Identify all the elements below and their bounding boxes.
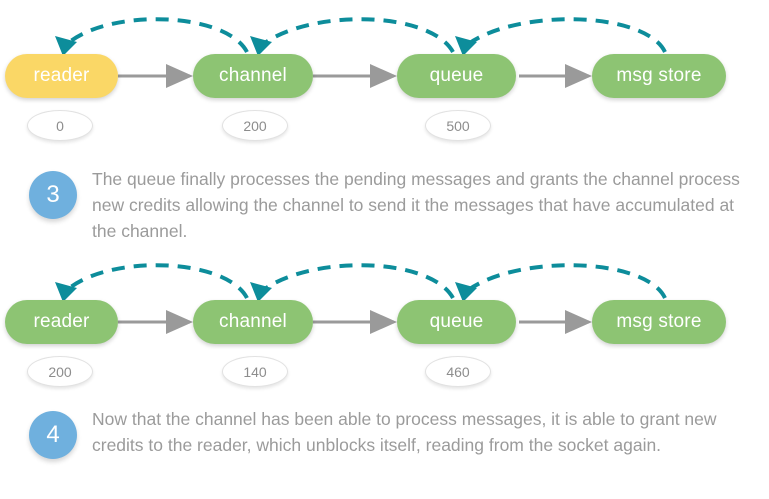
diagram-step-3: reader channel queue msg store 0 200 500 <box>0 0 769 145</box>
credit-value: 200 <box>243 117 267 134</box>
node-msg-store[interactable]: msg store <box>592 300 726 344</box>
credit-arrowhead-reader <box>55 36 77 56</box>
node-reader[interactable]: reader <box>5 300 118 344</box>
node-channel[interactable]: channel <box>193 300 313 344</box>
credit-value: 140 <box>243 363 267 380</box>
node-label: reader <box>33 65 90 86</box>
credit-value: 200 <box>48 363 72 380</box>
node-label: reader <box>33 311 90 332</box>
node-label: msg store <box>616 311 702 332</box>
diagram-step-4: reader channel queue msg store 200 140 4… <box>0 246 769 391</box>
node-label: msg store <box>616 65 702 86</box>
step-number-badge: 4 <box>29 411 77 459</box>
credit-arc-channel-to-reader <box>61 17 249 54</box>
credit-badge-channel: 200 <box>222 110 288 141</box>
credit-badge-reader: 200 <box>27 356 93 387</box>
node-queue[interactable]: queue <box>397 54 516 98</box>
node-label: queue <box>429 65 484 86</box>
node-msg-store[interactable]: msg store <box>592 54 726 98</box>
credit-arc-queue-to-channel <box>256 263 455 300</box>
credit-arrowhead-queue <box>455 36 477 56</box>
credit-arrowhead-channel <box>250 36 272 56</box>
credit-arc-msgstore-to-queue <box>461 263 667 300</box>
node-label: channel <box>219 311 287 332</box>
credit-badge-queue: 500 <box>425 110 491 141</box>
node-queue[interactable]: queue <box>397 300 516 344</box>
node-reader[interactable]: reader <box>5 54 118 98</box>
step-description: Now that the channel has been able to pr… <box>92 409 717 455</box>
credit-arrowhead-queue <box>455 282 477 302</box>
credit-badge-reader: 0 <box>27 110 93 141</box>
node-label: queue <box>429 311 484 332</box>
credit-arc-queue-to-channel <box>256 17 455 54</box>
credit-badge-channel: 140 <box>222 356 288 387</box>
credit-arrowhead-reader <box>55 282 77 302</box>
credit-arc-msgstore-to-queue <box>461 17 667 54</box>
credit-value: 460 <box>446 363 470 380</box>
node-channel[interactable]: channel <box>193 54 313 98</box>
node-label: channel <box>219 65 287 86</box>
step-number: 4 <box>46 421 60 448</box>
credit-value: 500 <box>446 117 470 134</box>
step-number-badge: 3 <box>29 171 77 219</box>
credit-value: 0 <box>56 117 64 134</box>
step-number: 3 <box>46 181 60 208</box>
credit-arc-channel-to-reader <box>61 263 249 300</box>
credit-arrowhead-channel <box>250 282 272 302</box>
credit-badge-queue: 460 <box>425 356 491 387</box>
step-description: The queue finally processes the pending … <box>92 169 740 241</box>
